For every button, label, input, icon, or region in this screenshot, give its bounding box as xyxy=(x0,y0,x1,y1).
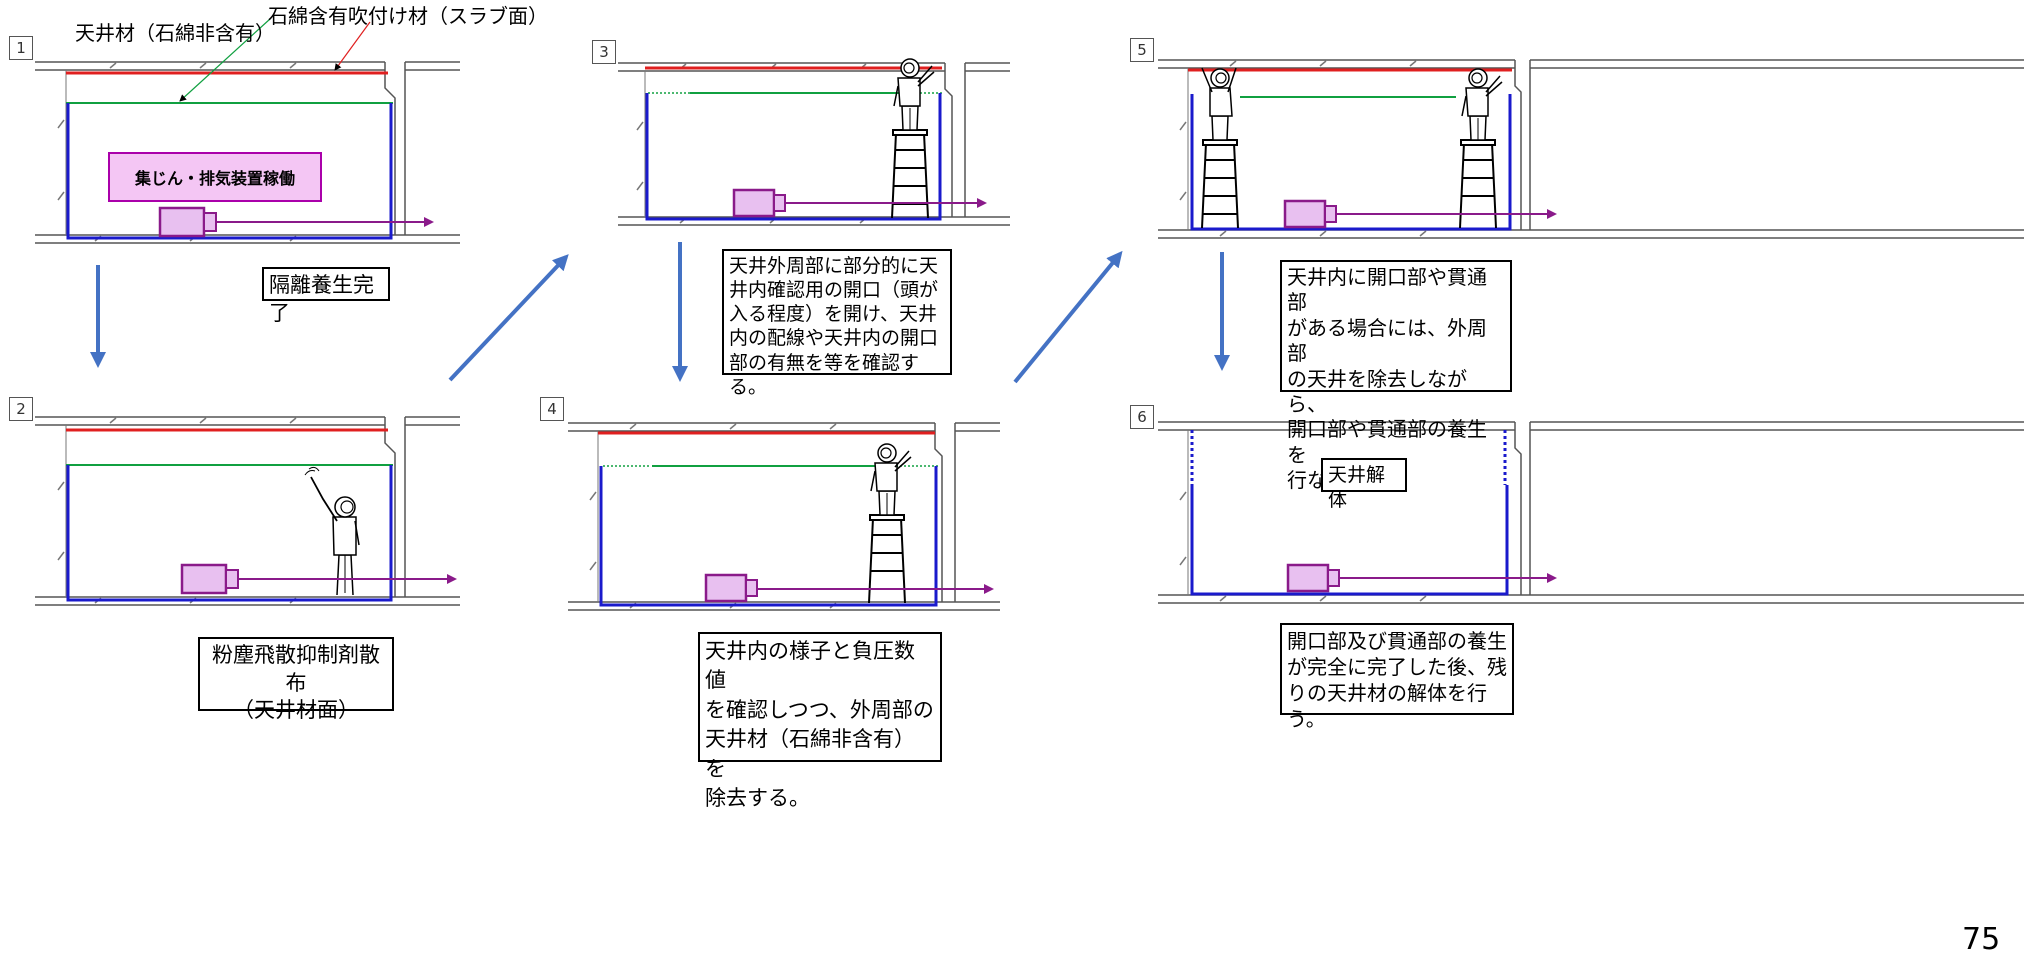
dust-collector-label: 集じん・排気装置稼働 xyxy=(108,152,322,202)
step-number-5: 5 xyxy=(1130,38,1154,62)
panel-4 xyxy=(568,422,1000,611)
caption-line: 入る程度）を開け、天井 xyxy=(729,303,938,326)
caption-step-3: 天井外周部に部分的に天 井内確認用の開口（頭が 入る程度）を開け、天井 内の配線… xyxy=(722,249,952,398)
caption-line: がある場合には、外周部 xyxy=(1287,315,1487,366)
step-number-1: 1 xyxy=(9,36,33,60)
ladder-worker xyxy=(891,58,935,219)
caption-line: 除去する。 xyxy=(705,785,810,810)
caption-line: の天井を除去しながら、 xyxy=(1287,366,1467,416)
caption-step-5: 天井内に開口部や貫通部 がある場合には、外周部 の天井を除去しながら、 開口部や… xyxy=(1280,260,1512,492)
caption-line: 開口部及び貫通部の養生 xyxy=(1287,629,1507,653)
dust-collector-machine xyxy=(180,563,228,595)
caption-line: 内の配線や天井内の開口 xyxy=(729,327,939,350)
step-number-2: 2 xyxy=(9,397,33,421)
step-6-inner-label: 天井解体 xyxy=(1321,458,1407,511)
leader-line-ceiling xyxy=(179,18,271,102)
dust-collector-machine xyxy=(1286,563,1330,593)
page-number: 75 xyxy=(1962,922,2001,957)
caption-step-1-text: 隔離養生完了 xyxy=(269,273,374,325)
caption-line: 井内確認用の開口（頭が xyxy=(729,279,939,302)
leader-line-spray xyxy=(334,21,371,71)
caption-line: 天井外周部に部分的に天 xyxy=(729,255,939,277)
caption-line: 天井内の様子と負圧数値 xyxy=(705,639,915,693)
spray-material-label: 石綿含有吹付け材（スラブ面） xyxy=(268,4,548,28)
caption-step-4: 天井内の様子と負圧数値 を確認しつつ、外周部の 天井材（石綿非含有）を 除去する… xyxy=(698,632,942,810)
step-number-6: 6 xyxy=(1130,405,1154,429)
ladder-worker-right xyxy=(1459,68,1503,229)
caption-line: 粉塵飛散抑制剤散布 xyxy=(212,643,380,695)
flow-arrow-4-to-5 xyxy=(1013,250,1123,384)
caption-line: 開口部や貫通部の養生を xyxy=(1287,417,1487,467)
caption-line: 天井材（石綿非含有）を xyxy=(705,727,915,781)
flow-arrows xyxy=(90,242,1230,384)
caption-line: りの天井材の解体を行う。 xyxy=(1287,681,1487,731)
panel-1 xyxy=(35,18,460,244)
dust-collector-machine xyxy=(1283,199,1327,229)
caption-line: （天井材面） xyxy=(233,698,359,723)
caption-line: が完全に完了した後、残 xyxy=(1287,655,1507,679)
caption-line: を確認しつつ、外周部の xyxy=(705,697,934,722)
ceiling-material-label: 天井材（石綿非含有） xyxy=(75,21,275,45)
panel-6 xyxy=(1158,421,2024,604)
dust-collector-machine xyxy=(158,206,206,238)
caption-line: 天井内に開口部や貫通部 xyxy=(1287,265,1487,315)
sprayer-worker xyxy=(304,466,360,596)
caption-step-1: 隔離養生完了 xyxy=(262,267,390,325)
ladder-worker-left xyxy=(1201,67,1239,229)
panel-5 xyxy=(1158,59,2024,239)
dust-collector-machine xyxy=(732,188,776,218)
panel-3 xyxy=(618,58,1010,226)
step-number-4: 4 xyxy=(540,397,564,421)
dust-collector-machine xyxy=(704,573,748,603)
caption-step-2: 粉塵飛散抑制剤散布 （天井材面） xyxy=(198,637,394,722)
step-number-3: 3 xyxy=(592,40,616,64)
caption-line: 部の有無を等を確認する。 xyxy=(729,351,920,398)
flow-arrow-2-to-3 xyxy=(448,254,569,382)
step-6-inner-label-text: 天井解体 xyxy=(1328,464,1386,512)
panel-2 xyxy=(35,416,460,606)
caption-step-6: 開口部及び貫通部の養生 が完全に完了した後、残 りの天井材の解体を行う。 xyxy=(1280,623,1514,731)
ladder-worker xyxy=(868,443,912,604)
